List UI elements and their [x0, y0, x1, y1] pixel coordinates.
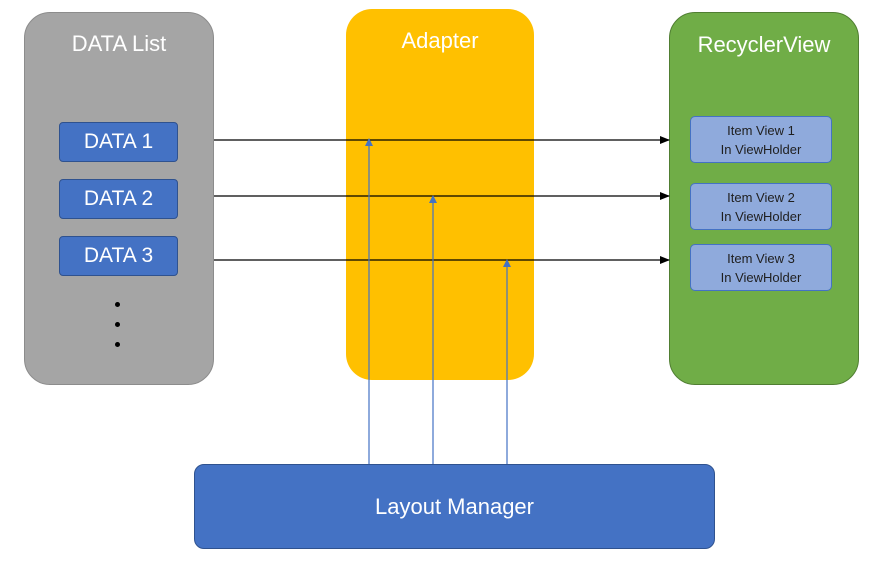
item-view-1-holder: In ViewHolder: [720, 141, 802, 157]
item-view-2: Item View 2 In ViewHolder: [690, 183, 832, 230]
data-item-2: DATA 2: [59, 179, 178, 219]
adapter-title: Adapter: [401, 28, 479, 53]
ellipsis-dot: [115, 322, 120, 327]
item-view-1-title: Item View 1: [727, 122, 795, 138]
data-item-1: DATA 1: [59, 122, 178, 162]
data-item-3: DATA 3: [59, 236, 178, 276]
item-view-3-title: Item View 3: [727, 250, 795, 266]
item-view-3-holder: In ViewHolder: [720, 269, 802, 285]
item-view-3: Item View 3 In ViewHolder: [690, 244, 832, 291]
recyclerview-title: RecyclerView: [697, 32, 831, 57]
data-list-title: DATA List: [71, 31, 167, 56]
item-view-2-holder: In ViewHolder: [720, 208, 802, 224]
layout-manager-label: Layout Manager: [375, 493, 534, 519]
ellipsis-dot: [115, 342, 120, 347]
item-view-2-title: Item View 2: [727, 189, 795, 205]
ellipsis-dot: [115, 302, 120, 307]
item-view-1: Item View 1 In ViewHolder: [690, 116, 832, 163]
layout-manager-box: Layout Manager: [194, 464, 715, 549]
adapter-panel: Adapter: [346, 9, 534, 380]
